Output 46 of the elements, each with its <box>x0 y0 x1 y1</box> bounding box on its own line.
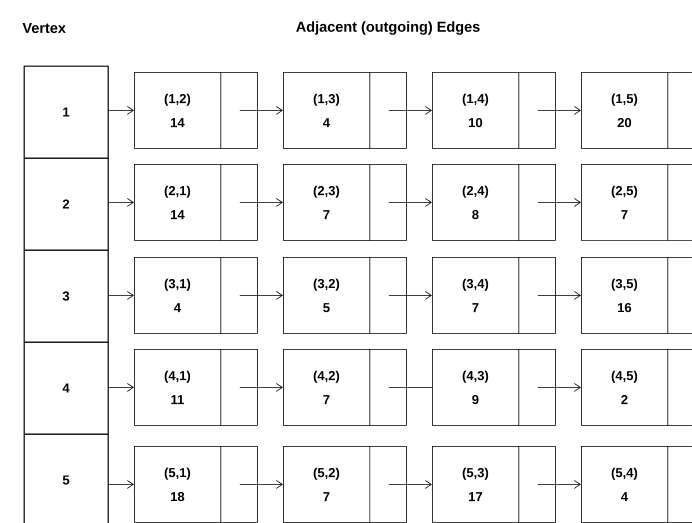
arrow <box>388 291 432 300</box>
list-node: (3,4) 7 <box>432 256 556 334</box>
list-node: (5,2) 7 <box>283 446 407 523</box>
list-node: (5,4) 4 <box>581 446 692 523</box>
arrow <box>537 480 581 489</box>
arrow <box>388 198 432 207</box>
list-node: (4,2) 7 <box>283 348 407 426</box>
arrow <box>239 291 283 300</box>
column-heading: Vertex <box>22 22 66 34</box>
arrow <box>388 480 432 489</box>
list-node: (1,4) 10 <box>432 72 556 150</box>
list-node: (1,2) 14 <box>134 72 258 150</box>
list-node: (5,1) 18 <box>134 446 258 523</box>
vertex-cell: 5 <box>24 434 109 523</box>
vertex-cell: 2 <box>24 158 109 251</box>
arrow <box>239 383 283 392</box>
list-node: (2,4) 8 <box>432 164 556 242</box>
arrow <box>108 106 134 115</box>
list-node: (2,1) 14 <box>134 164 258 242</box>
arrow <box>108 198 134 207</box>
list-node: (4,1) 11 <box>134 348 258 426</box>
vertex-cell: 4 <box>24 342 109 435</box>
list-node: (2,3) 7 <box>283 164 407 242</box>
list-node: (1,3) 4 <box>283 72 407 150</box>
arrow <box>537 291 581 300</box>
arrow <box>388 106 432 115</box>
list-node: (5,3) 17 <box>432 446 556 523</box>
column-heading: Adjacent (outgoing) Edges <box>296 21 480 35</box>
arrow <box>537 198 581 207</box>
arrow <box>239 106 283 115</box>
list-node: (3,2) 5 <box>283 256 407 334</box>
vertex-cell: 3 <box>24 250 109 343</box>
arrow <box>108 291 134 300</box>
vertex-cell: 1 <box>24 66 109 159</box>
arrow <box>537 106 581 115</box>
arrow <box>108 480 134 489</box>
arrow <box>537 383 581 392</box>
arrow <box>108 383 134 392</box>
arrow <box>239 198 283 207</box>
list-node: (4,5) 2 <box>581 348 692 426</box>
list-node: (3,5) 16 <box>581 256 692 334</box>
list-node: (1,5) 20 <box>581 72 692 150</box>
arrow <box>239 480 283 489</box>
list-node: (4,3) 9 <box>432 348 556 426</box>
list-node: (3,1) 4 <box>134 256 258 334</box>
list-node: (2,5) 7 <box>581 164 692 242</box>
